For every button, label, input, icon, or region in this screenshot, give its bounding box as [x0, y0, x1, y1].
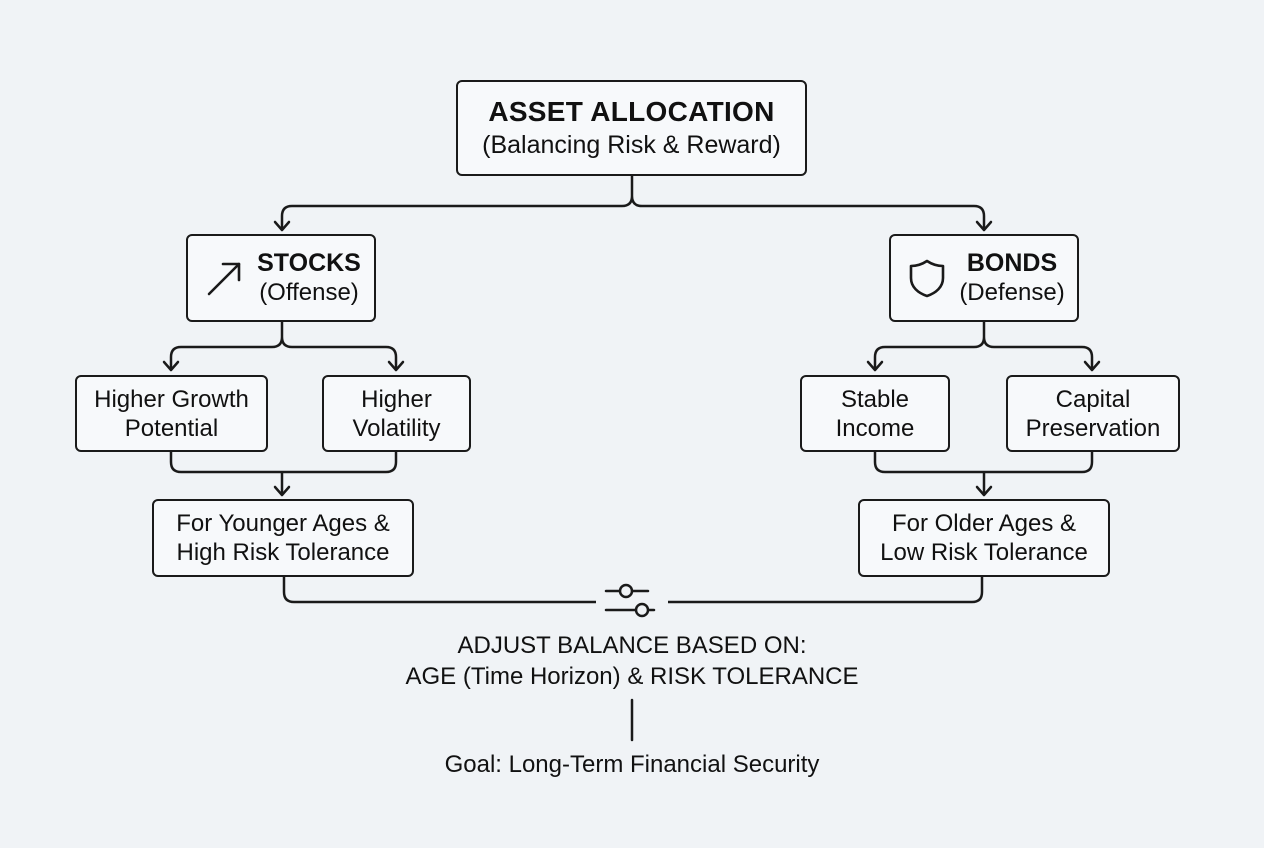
trait-line: Higher Growth — [94, 385, 249, 413]
arrowhead-volatility — [387, 360, 405, 372]
arrowhead-older — [975, 485, 993, 497]
trait-line: Stable — [840, 385, 910, 413]
shield-icon — [903, 254, 951, 302]
younger-ages-box: For Younger Ages & High Risk Tolerance — [152, 499, 414, 577]
connector-stocks-split — [169, 318, 398, 370]
trait-line: Higher — [361, 385, 432, 413]
asset-allocation-box: ASSET ALLOCATION (Balancing Risk & Rewar… — [456, 80, 807, 176]
bonds-role: (Defense) — [959, 279, 1065, 306]
connector-stocks-merge — [169, 448, 398, 495]
stocks-box: STOCKS (Offense) — [186, 234, 376, 322]
bonds-label: BONDS — [966, 249, 1058, 277]
goal-text: Goal: Long-Term Financial Security — [444, 751, 820, 778]
root-subtitle: (Balancing Risk & Reward) — [482, 131, 781, 159]
trait-line: Income — [835, 414, 915, 442]
bonds-trait-box: Stable Income — [800, 375, 950, 452]
older-ages-box: For Older Ages & Low Risk Tolerance — [858, 499, 1110, 577]
stocks-trait-box: Higher Growth Potential — [75, 375, 268, 452]
adjust-balance-text: ADJUST BALANCE BASED ON: AGE (Time Horiz… — [332, 630, 932, 692]
arrowhead-younger — [273, 485, 291, 497]
arrowhead-bonds — [975, 220, 993, 232]
bonds-trait-box: Capital Preservation — [1006, 375, 1180, 452]
adjust-line-1: ADJUST BALANCE BASED ON: — [457, 632, 807, 659]
arrowhead-growth — [162, 360, 180, 372]
arrowhead-stocks — [273, 220, 291, 232]
connector-bonds-merge — [873, 448, 1094, 495]
trend-up-arrow-icon — [201, 254, 249, 302]
audience-line: Low Risk Tolerance — [880, 539, 1088, 566]
audience-line: For Older Ages & — [891, 510, 1077, 537]
trait-line: Preservation — [1025, 414, 1161, 442]
adjust-line-2: AGE (Time Horizon) & RISK TOLERANCE — [405, 663, 859, 690]
arrowhead-preservation — [1083, 360, 1101, 372]
sliders-icon — [596, 578, 668, 624]
connector-bonds-split — [873, 318, 1094, 370]
stocks-trait-box: Higher Volatility — [322, 375, 471, 452]
root-title: ASSET ALLOCATION — [488, 96, 775, 127]
stocks-label: STOCKS — [257, 249, 361, 277]
audience-line: For Younger Ages & — [176, 510, 390, 537]
connector-root-split — [280, 174, 986, 230]
trait-line: Potential — [124, 414, 219, 442]
arrowhead-income — [866, 360, 884, 372]
trait-line: Volatility — [352, 414, 441, 442]
trait-line: Capital — [1055, 385, 1131, 413]
bonds-box: BONDS (Defense) — [889, 234, 1079, 322]
stocks-role: (Offense) — [259, 279, 359, 306]
audience-line: High Risk Tolerance — [176, 539, 390, 566]
